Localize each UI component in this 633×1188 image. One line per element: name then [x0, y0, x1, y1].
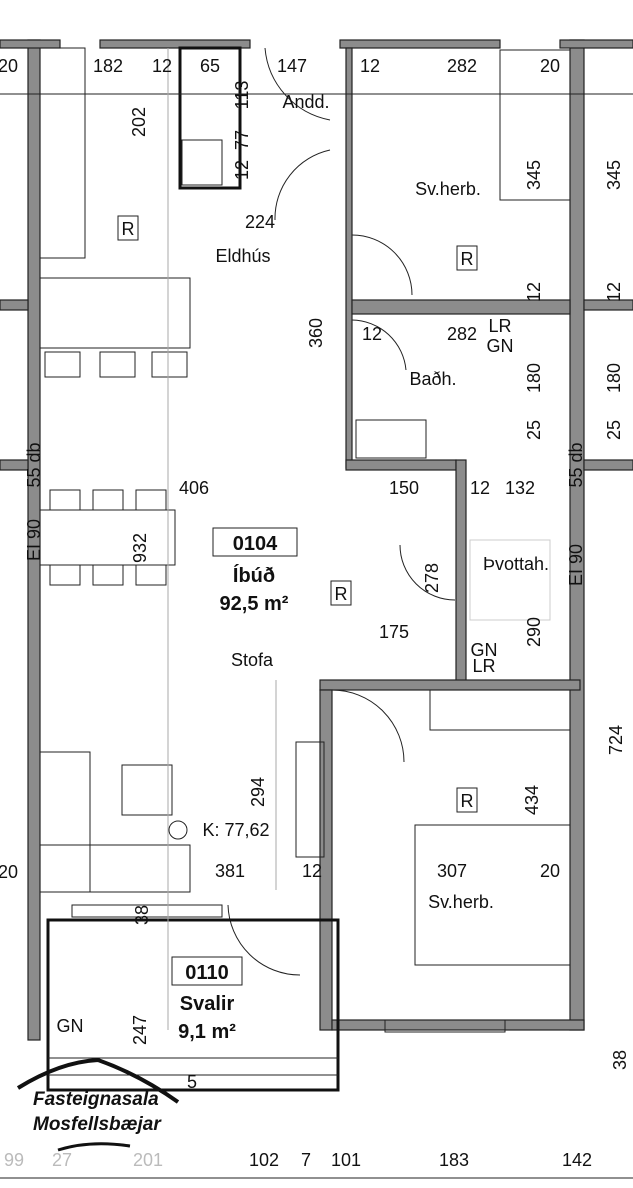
dimension-label: 25 — [524, 420, 544, 440]
room-name: Baðh. — [409, 369, 456, 389]
dimension-label: 12 — [360, 56, 380, 76]
dimension-label: 65 — [200, 56, 220, 76]
unit-number: 0104 — [233, 533, 278, 555]
room-name: Stofa — [231, 650, 274, 670]
dimension-label: 12 — [524, 282, 544, 302]
dimension-label: 20 — [540, 56, 560, 76]
dimension-label: 20 — [540, 861, 560, 881]
dimension-label: 5 — [187, 1072, 197, 1092]
dimension-label: 345 — [524, 160, 544, 190]
unit-number-box — [212, 527, 298, 557]
dimension-label: 20 — [0, 862, 18, 882]
dimension-label: 180 — [524, 363, 544, 393]
room-name: Eldhús — [215, 246, 270, 266]
room-marker-box — [330, 580, 352, 606]
dimension-label: 224 — [245, 212, 275, 232]
room-labels: Andd.Sv.herb.EldhúsBaðh.Þvottah.StofaSv.… — [117, 92, 549, 912]
dimension-label: 247 — [130, 1015, 150, 1045]
balcony-number-box — [171, 956, 243, 986]
dimension-labels: 20 182 12 65 147 12 282 20 202 113 77 12 224 345 345 12… — [0, 56, 630, 1170]
dimension-label: 183 — [439, 1150, 469, 1170]
room-name: Þvottah. — [483, 554, 549, 574]
dimension-label: 77 — [232, 130, 252, 150]
dimension-label: 202 — [129, 107, 149, 137]
unit-area: 92,5 m² — [220, 593, 289, 615]
agency-logo: Fasteignasala Mosfellsbæjar — [16, 1057, 180, 1152]
balcony-type: Svalir — [180, 993, 235, 1015]
dimension-label: 278 — [422, 563, 442, 593]
dimension-label: 12 — [470, 478, 490, 498]
dimension-label: 381 — [215, 861, 245, 881]
dimension-label: 142 — [562, 1150, 592, 1170]
balcony-number: 0110 — [185, 962, 228, 984]
room-marker: R — [122, 219, 135, 239]
dimension-label: 20 — [0, 56, 18, 76]
balcony-area: 9,1 m² — [178, 1021, 236, 1043]
room-marker: R — [461, 791, 474, 811]
room-name: Sv.herb. — [428, 892, 494, 912]
room-marker-box — [456, 787, 478, 813]
dimension-label: 12 — [362, 324, 382, 344]
dimension-label: K: 77,62 — [202, 820, 269, 840]
dimension-label: 12 — [232, 160, 252, 180]
logo-line1: Fasteignasala — [33, 1089, 159, 1110]
dimension-label: GN — [471, 640, 498, 660]
dimension-label: 345 — [604, 160, 624, 190]
dimension-label: 12 — [302, 861, 322, 881]
dimension-label: 360 — [306, 318, 326, 348]
dimension-label: 55 db — [24, 442, 44, 487]
room-marker-box — [456, 245, 478, 271]
room-marker: R — [335, 584, 348, 604]
dimension-label: 7 — [301, 1150, 311, 1170]
dimension-label: 113 — [232, 81, 252, 110]
dimension-label: 434 — [522, 785, 542, 815]
dimension-label: EI 90 — [24, 519, 44, 561]
dimension-label: 101 — [331, 1150, 361, 1170]
dimension-label: 150 — [389, 478, 419, 498]
dimension-label: LR — [472, 656, 495, 676]
dimension-label: 282 — [447, 324, 477, 344]
dimension-label: GN — [487, 336, 514, 356]
dimension-label: EI 90 — [566, 544, 586, 586]
dimension-label: 55 db — [566, 442, 586, 487]
dimension-label: 27 — [52, 1150, 72, 1170]
dimension-label: 38 — [132, 905, 152, 925]
dimension-label: LR — [488, 316, 511, 336]
dimension-label: 132 — [505, 478, 535, 498]
dimension-label: 290 — [524, 617, 544, 647]
unit-type: Íbúð — [233, 564, 275, 587]
room-name: Sv.herb. — [415, 179, 481, 199]
dimension-label: 294 — [248, 777, 268, 807]
dimension-label: 932 — [130, 533, 150, 563]
dimension-label: 201 — [133, 1150, 163, 1170]
fixtures — [0, 46, 633, 1179]
room-marker-box — [117, 215, 139, 241]
dimension-label: 25 — [604, 420, 624, 440]
logo-line2: Mosfellsbæjar — [33, 1114, 162, 1135]
dimension-label: GN — [57, 1016, 84, 1036]
walls — [0, 39, 633, 1041]
room-marker: R — [461, 249, 474, 269]
dimension-label: 99 — [4, 1150, 24, 1170]
dimension-label: 282 — [447, 56, 477, 76]
dimension-label: 147 — [277, 56, 307, 76]
dimension-label: 175 — [379, 622, 409, 642]
balcony-label: 0110 Svalir 9,1 m² — [171, 956, 243, 1043]
unit-label: 0104 Íbúð 92,5 m² — [212, 527, 298, 615]
dimension-label: 182 — [93, 56, 123, 76]
dimension-label: 724 — [606, 725, 626, 755]
dimension-label: 38 — [610, 1050, 630, 1070]
dimension-label: 12 — [604, 282, 624, 302]
dimension-label: 180 — [604, 363, 624, 393]
room-name: Andd. — [282, 92, 329, 112]
dimension-label: 102 — [249, 1150, 279, 1170]
dimension-label: 406 — [179, 478, 209, 498]
dimension-label: 12 — [152, 56, 172, 76]
dimension-label: 307 — [437, 861, 467, 881]
